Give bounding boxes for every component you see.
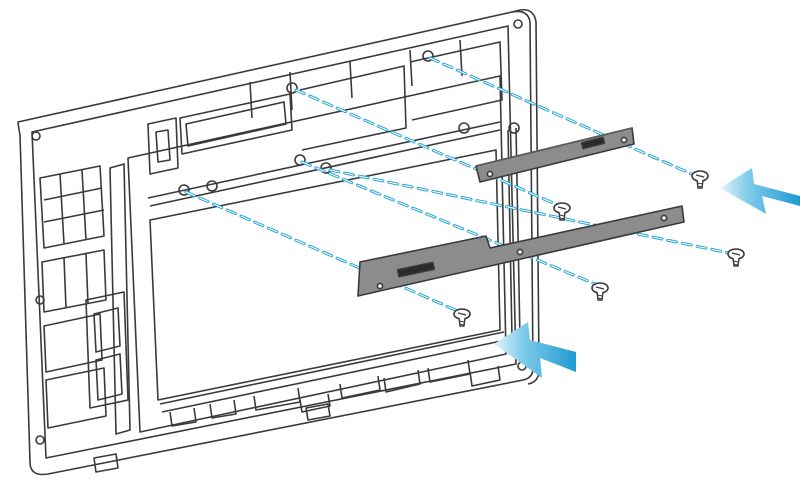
- insert-arrow-icon: [720, 168, 800, 214]
- screw-icon: [591, 282, 609, 301]
- back-cover-frame: [17, 8, 540, 476]
- insert-arrow-lower: [494, 322, 576, 378]
- screw-icon: [691, 170, 709, 189]
- guide-lines: [184, 56, 736, 314]
- screw-icon: [727, 248, 745, 267]
- insert-arrow-upper: [720, 168, 800, 214]
- bracket-upper: [475, 127, 635, 183]
- bracket-lower: [357, 205, 685, 297]
- insert-arrow-icon: [494, 322, 576, 378]
